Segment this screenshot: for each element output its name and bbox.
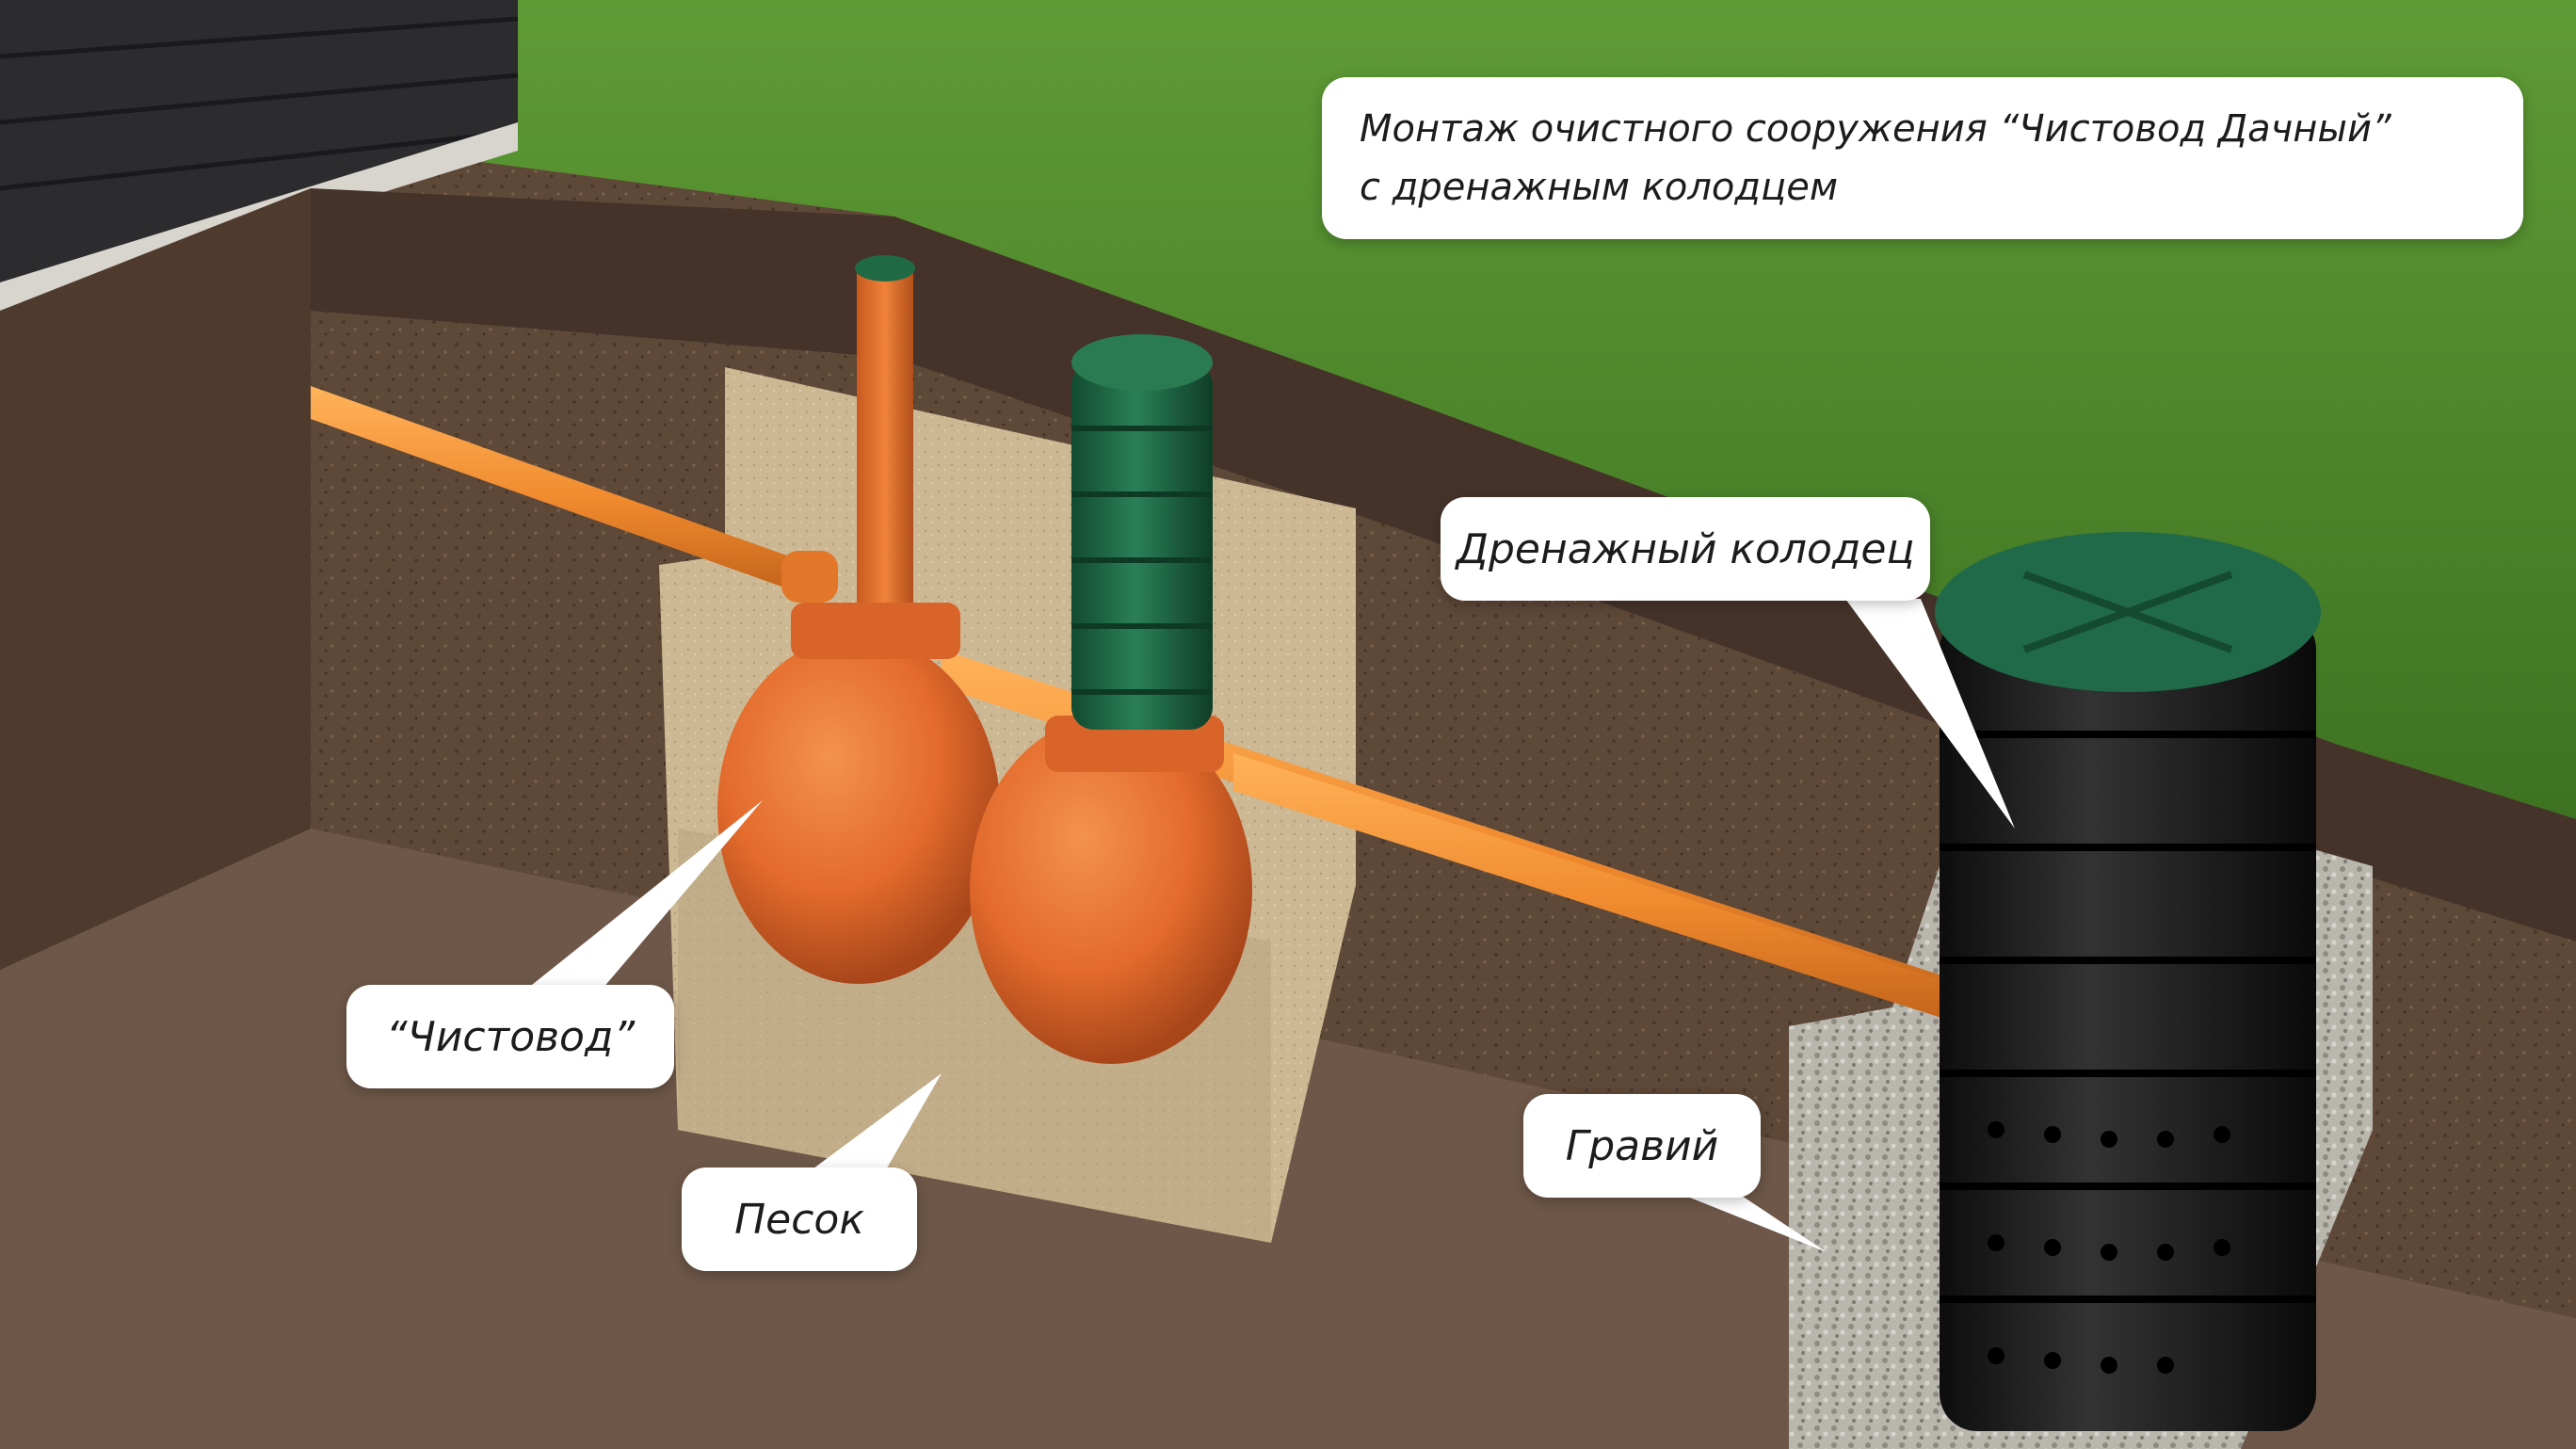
title-line-1: Монтаж очистного сооружения “Чистовод Да… [1360,107,2391,151]
title-line-2: с дренажным колодцем [1360,166,1839,209]
chistovod-callout: “Чистовод” [346,985,674,1088]
gravel-callout: Гравий [1523,1094,1761,1198]
gravel-label: Гравий [1565,1121,1719,1170]
tank-chamber-2 [970,716,1252,1064]
tank-chamber-1 [717,603,1000,984]
title-callout: Монтаж очистного сооружения “Чистовод Да… [1322,77,2523,239]
drainage-well-callout: Дренажный колодец [1441,497,1930,601]
sand-callout: Песок [682,1167,917,1271]
trench-left-wall [0,188,311,970]
sand-label: Песок [734,1195,864,1244]
vent-pipe [855,255,915,626]
drainage-well-label: Дренажный колодец [1456,524,1915,573]
chistovod-label: “Чистовод” [385,1012,636,1061]
inspection-neck [1071,334,1213,730]
callout-tails [527,599,2015,1252]
drainage-well-body [1935,532,2321,1431]
